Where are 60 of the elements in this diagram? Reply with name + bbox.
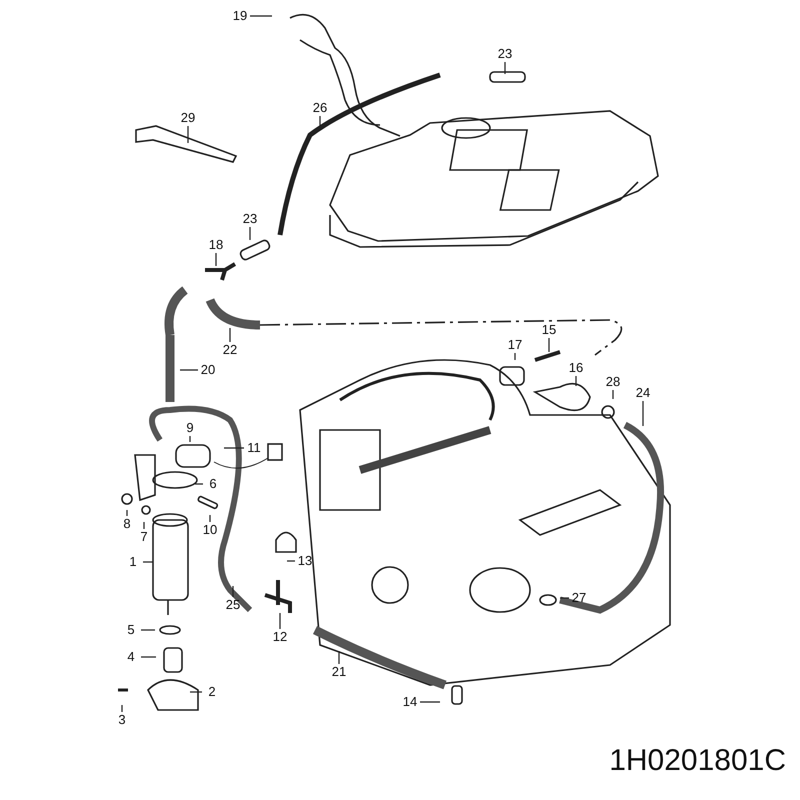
callout-number: 23 xyxy=(242,212,258,226)
leader-line xyxy=(575,376,577,386)
callout-number: 15 xyxy=(540,323,558,337)
callout-number: 12 xyxy=(272,630,288,644)
callout-number: 2 xyxy=(207,685,217,699)
callout-number: 1 xyxy=(128,555,138,569)
leader-line xyxy=(215,253,217,266)
callout-number: 3 xyxy=(117,713,127,727)
leader-line xyxy=(250,15,272,17)
leader-line xyxy=(126,510,128,516)
leader-line xyxy=(121,705,123,712)
leader-line xyxy=(249,227,251,240)
callout-number: 17 xyxy=(506,338,524,352)
leader-line xyxy=(420,701,440,703)
callout-number: 14 xyxy=(402,695,418,709)
callout-number: 6 xyxy=(208,477,218,491)
callout-number: 4 xyxy=(126,650,136,664)
callout-number: 5 xyxy=(126,623,136,637)
leader-line xyxy=(187,126,189,143)
leader-line xyxy=(279,613,281,629)
leader-line xyxy=(224,447,244,449)
leader-line xyxy=(514,353,516,360)
leader-line xyxy=(548,338,550,352)
callout-number: 21 xyxy=(330,665,348,679)
callout-number: 18 xyxy=(208,238,224,252)
callout-number: 29 xyxy=(180,111,196,125)
callout-number: 27 xyxy=(570,591,588,605)
callout-number: 28 xyxy=(604,375,622,389)
leader-line xyxy=(229,328,231,342)
leader-line xyxy=(189,436,191,442)
callout-number: 11 xyxy=(246,441,262,455)
leader-line xyxy=(195,483,203,485)
callout-number: 23 xyxy=(496,47,514,61)
callout-number: 22 xyxy=(222,343,238,357)
leader-line xyxy=(612,390,614,399)
leader-line xyxy=(504,62,506,74)
callout-number: 9 xyxy=(185,421,195,435)
callout-number: 7 xyxy=(139,530,149,544)
callout-number: 10 xyxy=(202,523,218,537)
leader-line xyxy=(143,561,153,563)
callout-number: 20 xyxy=(200,363,216,377)
callout-number: 8 xyxy=(122,517,132,531)
leader-line xyxy=(287,560,295,562)
leader-line xyxy=(143,522,145,529)
callout-number: 26 xyxy=(312,101,328,115)
leader-line xyxy=(338,651,340,664)
leader-line xyxy=(209,515,211,522)
callout-number: 16 xyxy=(568,361,584,375)
leader-line xyxy=(560,597,569,599)
callout-number: 25 xyxy=(224,598,242,612)
leader-line xyxy=(642,401,644,426)
leader-line xyxy=(232,586,234,597)
leader-line xyxy=(190,691,202,693)
leader-line xyxy=(141,629,155,631)
callout-number: 13 xyxy=(296,554,314,568)
leader-line xyxy=(141,656,156,658)
part-number: 1H0201801C xyxy=(609,744,786,778)
leader-line xyxy=(180,369,198,371)
callout-number: 19 xyxy=(232,9,248,23)
callout-number: 24 xyxy=(634,386,652,400)
